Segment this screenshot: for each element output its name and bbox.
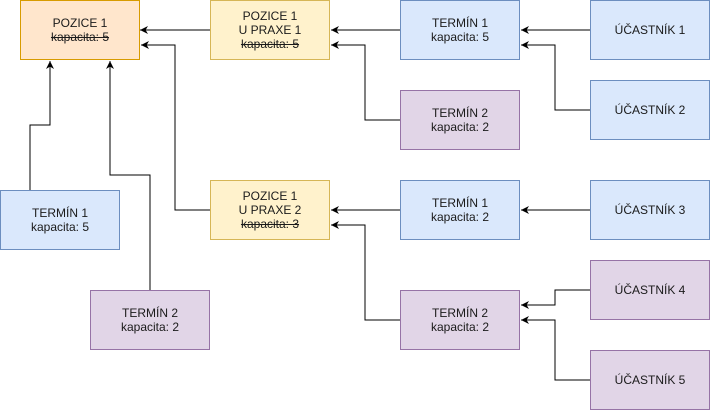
node-subtitle: U PRAXE 1 (238, 23, 302, 37)
node-title: POZICE 1 (52, 16, 108, 30)
edge-termin2_p2-to-pozice1_praxe2 (331, 221, 400, 321)
node-title: TERMÍN 2 (431, 306, 488, 320)
node-capacity: kapacita: 2 (430, 210, 490, 224)
edge-ucastnik4-to-termin2_p2 (521, 289, 590, 309)
pozice1-praxe2-node: POZICE 1 U PRAXE 2 kapacita: 3 (210, 180, 330, 240)
node-capacity: kapacita: 2 (430, 320, 490, 334)
termin1-praxe1-node: TERMÍN 1 kapacita: 5 (400, 0, 520, 60)
node-title: ÚČASTNÍK 5 (614, 373, 686, 387)
node-title: TERMÍN 2 (121, 306, 178, 320)
termin2-praxe1-node: TERMÍN 2 kapacita: 2 (400, 90, 520, 150)
pozice1-node: POZICE 1 kapacita: 5 (20, 0, 140, 60)
node-capacity: kapacita: 2 (430, 120, 490, 134)
edge-termin2_p1-to-pozice1_praxe1 (331, 41, 400, 121)
node-title: POZICE 1 (242, 189, 298, 203)
node-capacity: kapacita: 5 (30, 220, 90, 234)
ucastnik5-node: ÚČASTNÍK 5 (590, 350, 710, 410)
node-title: ÚČASTNÍK 3 (614, 203, 686, 217)
edge-termin1_a-to-pozice1 (29, 61, 54, 190)
edge-ucastnik5-to-termin2_p2 (521, 316, 590, 381)
node-capacity: kapacita: 5 (50, 30, 110, 44)
edge-ucastnik2-to-termin1_p1 (521, 41, 590, 111)
ucastnik2-node: ÚČASTNÍK 2 (590, 80, 710, 140)
edge-pozice1_praxe2-to-pozice1 (141, 41, 210, 211)
ucastnik3-node: ÚČASTNÍK 3 (590, 180, 710, 240)
termin1-praxe2-node: TERMÍN 1 kapacita: 2 (400, 180, 520, 240)
node-title: ÚČASTNÍK 4 (614, 283, 686, 297)
node-title: TERMÍN 2 (431, 106, 488, 120)
ucastnik1-node: ÚČASTNÍK 1 (590, 0, 710, 60)
node-capacity: kapacita: 3 (240, 217, 300, 231)
ucastnik4-node: ÚČASTNÍK 4 (590, 260, 710, 320)
node-title: TERMÍN 1 (431, 16, 488, 30)
node-title: ÚČASTNÍK 2 (614, 103, 686, 117)
termin2-direct-node: TERMÍN 2 kapacita: 2 (90, 290, 210, 350)
edge-termin2_a-to-pozice1 (106, 61, 151, 290)
node-subtitle: U PRAXE 2 (238, 203, 302, 217)
pozice1-praxe1-node: POZICE 1 U PRAXE 1 kapacita: 5 (210, 0, 330, 60)
node-capacity: kapacita: 2 (120, 320, 180, 334)
node-capacity: kapacita: 5 (240, 37, 300, 51)
node-title: POZICE 1 (242, 9, 298, 23)
node-capacity: kapacita: 5 (430, 30, 490, 44)
termin1-direct-node: TERMÍN 1 kapacita: 5 (0, 190, 120, 250)
termin2-praxe2-node: TERMÍN 2 kapacita: 2 (400, 290, 520, 350)
node-title: TERMÍN 1 (431, 196, 488, 210)
node-title: ÚČASTNÍK 1 (614, 23, 686, 37)
node-title: TERMÍN 1 (31, 206, 88, 220)
